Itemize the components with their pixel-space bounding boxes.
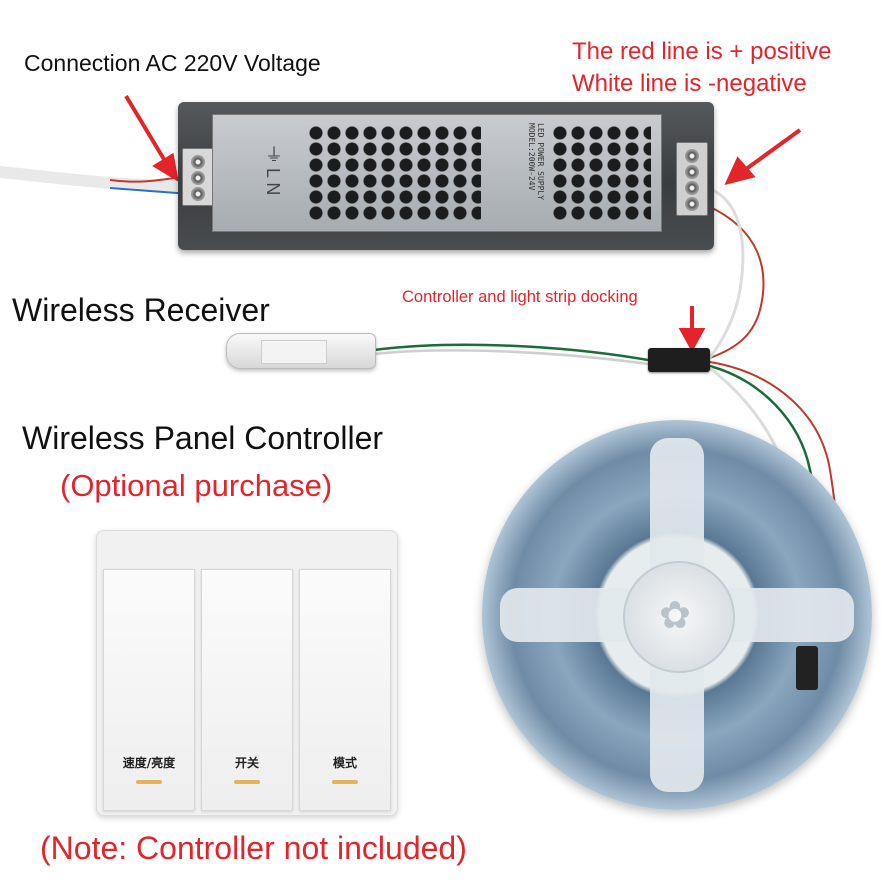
power-supply-plate: ⏚ L N LED POWER SUPPLY MODEL:200W-24V — [212, 114, 662, 232]
receiver-cable-white — [373, 349, 649, 366]
optional-purchase-label: (Optional purchase) — [60, 468, 333, 503]
ground-symbol-icon: ⏚ L N — [263, 145, 283, 196]
white-line-label: White line is -negative — [572, 70, 807, 97]
wireless-panel-controller: 速度/亮度 开关 模式 — [96, 530, 398, 816]
button-label: 模式 — [332, 756, 357, 770]
receiver-sticker — [261, 340, 327, 364]
ac-input-cable — [0, 166, 192, 192]
reel-hub: ✿ — [623, 561, 735, 673]
vent-hexagon-grid-right — [551, 125, 651, 221]
ac-voltage-label: Connection AC 220V Voltage — [24, 50, 321, 76]
speed-brightness-button[interactable]: 速度/亮度 — [103, 569, 195, 811]
power-supply: ⏚ L N LED POWER SUPPLY MODEL:200W-24V — [178, 102, 714, 250]
note-label: (Note: Controller not included) — [40, 830, 467, 866]
mode-button[interactable]: 模式 — [299, 569, 391, 811]
button-label: 开关 — [234, 756, 259, 770]
screw-icon — [685, 181, 699, 195]
docking-connector — [648, 348, 710, 372]
screw-icon — [685, 197, 699, 211]
indicator-light — [332, 780, 358, 784]
arrow-icon — [724, 128, 802, 185]
led-strip-reel: ✿ — [482, 420, 872, 810]
docking-label: Controller and light strip docking — [402, 288, 638, 306]
button-label: 速度/亮度 — [122, 756, 176, 770]
receiver-cable — [373, 343, 649, 362]
psu-white-wire — [706, 186, 745, 361]
arrow-icon — [124, 94, 179, 182]
panel-controller-label: Wireless Panel Controller — [22, 420, 384, 456]
screw-icon — [191, 171, 205, 185]
red-line-label: The red line is + positive — [572, 38, 832, 65]
screw-icon — [191, 187, 205, 201]
psu-red-wire — [707, 205, 765, 359]
vent-hexagon-grid-left — [307, 125, 481, 221]
input-terminal-block — [182, 148, 216, 206]
psu-model-text: LED POWER SUPPLY MODEL:200W-24V — [527, 123, 545, 201]
output-terminal-block — [676, 142, 708, 216]
indicator-light — [136, 780, 162, 784]
screw-icon — [191, 155, 205, 169]
screw-icon — [685, 149, 699, 163]
reel-logo-icon: ✿ — [659, 595, 691, 637]
wireless-receiver — [226, 333, 376, 369]
strip-connector — [796, 646, 818, 690]
indicator-light — [234, 780, 260, 784]
receiver-label: Wireless Receiver — [12, 292, 270, 328]
screw-icon — [685, 165, 699, 179]
arrow-icon — [678, 306, 706, 353]
power-switch-button[interactable]: 开关 — [201, 569, 293, 811]
